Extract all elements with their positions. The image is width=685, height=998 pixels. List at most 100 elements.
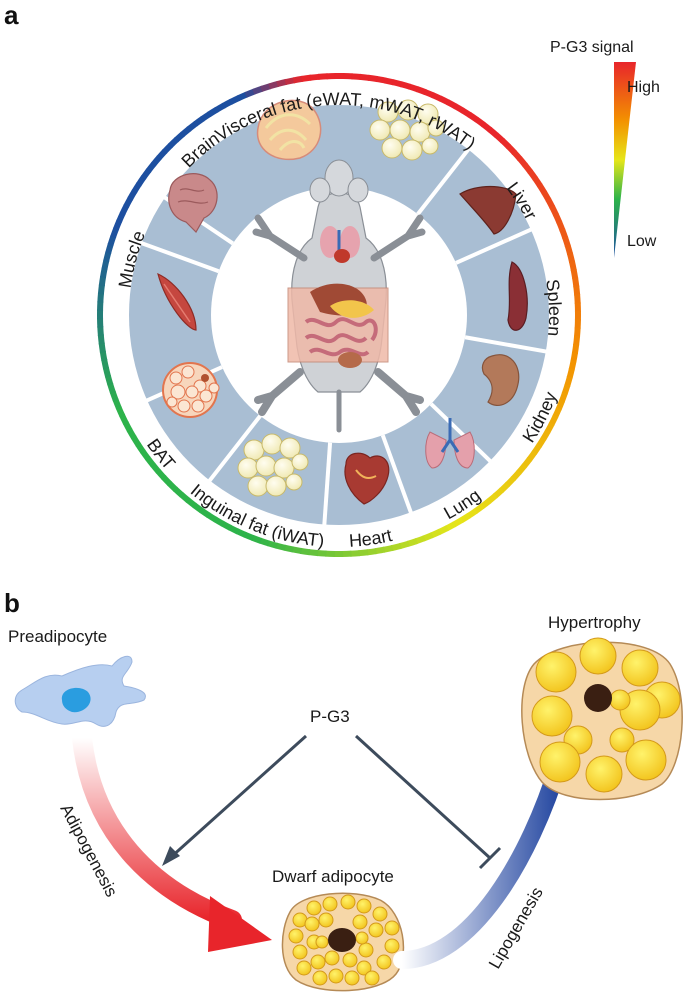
lipid-droplet [539, 741, 581, 783]
ring-segment [422, 532, 434, 542]
pg3-promote-line [168, 734, 308, 860]
visceral-fat-icons [256, 99, 445, 161]
lipid-droplet [427, 119, 445, 137]
ring-segment [115, 406, 126, 418]
tile-separator [464, 335, 549, 354]
ring-segment [283, 544, 294, 553]
ring-segment [573, 327, 581, 338]
ring-segment [572, 277, 580, 288]
ring-segment [276, 78, 288, 88]
ring-segment [564, 244, 574, 256]
lipid-droplet [389, 119, 411, 141]
ring-segment [102, 366, 112, 378]
ring-segment [229, 95, 241, 105]
ring-segment [573, 285, 581, 296]
muscle-icon [157, 272, 197, 331]
lipid-droplet [625, 739, 667, 781]
lipid-droplet [368, 922, 384, 938]
ring-segment [292, 75, 304, 84]
lipid-droplet [296, 960, 312, 976]
preadipocyte-label: Preadipocyte [8, 627, 107, 646]
ring-segment [317, 73, 328, 80]
ring-segment [558, 391, 568, 403]
ring-segment [382, 544, 394, 553]
ring-segment [112, 398, 122, 410]
tile-separator [455, 226, 534, 265]
ring-segment [552, 212, 563, 224]
ring-segment [374, 546, 386, 555]
panel-b-letter: b [4, 588, 20, 618]
lipid-droplet [609, 689, 631, 711]
lipid-droplet [358, 942, 374, 958]
ring-segment [359, 73, 370, 81]
lipid-droplet [191, 399, 205, 413]
ring-segment [366, 548, 377, 556]
ring-segment [549, 205, 559, 217]
ring-segment [316, 549, 327, 557]
ring-segment [430, 528, 442, 539]
ring-segment [566, 252, 576, 264]
ring-segment [333, 550, 344, 557]
ring-segment [119, 413, 129, 425]
ring-segment [252, 85, 264, 95]
ring-segment [358, 549, 369, 557]
lipid-droplet [376, 954, 392, 970]
ring-segment [566, 368, 575, 379]
lipid-droplet [322, 896, 338, 912]
ring-segment [284, 77, 296, 86]
lipid-droplet [585, 755, 623, 793]
pg3-inhibit-bar [478, 846, 502, 870]
ring-segment [568, 360, 577, 371]
lipid-droplet [181, 365, 195, 379]
lipid-droplet [279, 437, 301, 459]
ring-segment [351, 73, 362, 81]
ring-segment [398, 540, 410, 550]
ring-segment [267, 540, 278, 549]
ring-segment [571, 343, 580, 355]
ring-segment [97, 317, 104, 328]
ring-segment [109, 390, 119, 402]
lipid-droplet [344, 970, 360, 986]
lipid-droplet [166, 396, 178, 408]
ring-segment [110, 227, 120, 239]
pg3-inhibit-line [354, 734, 492, 860]
lipid-droplet [356, 960, 372, 976]
ring-segment [301, 74, 312, 82]
ring-segment [97, 292, 105, 303]
ring-segment [101, 358, 110, 370]
tile-separator [416, 146, 472, 216]
lipid-droplet [304, 916, 320, 932]
lipid-droplet [421, 137, 439, 155]
ring-segment [568, 260, 577, 272]
ring-segment [113, 219, 123, 231]
ring-segment [99, 350, 108, 362]
lipid-droplet [288, 928, 304, 944]
tile-separator [206, 414, 262, 484]
lipid-droplet [397, 99, 419, 121]
lipid-droplet [355, 931, 369, 945]
ring-segment [259, 537, 271, 547]
ring-segment [334, 73, 345, 80]
ring-segment [107, 235, 117, 247]
ring-segment [97, 301, 104, 311]
ring-segment [555, 399, 565, 411]
ring-label-2: Spleen [542, 278, 565, 337]
lipid-droplet [185, 385, 199, 399]
ring-segment [97, 334, 105, 345]
dwarf-adipocyte-label: Dwarf adipocyte [272, 867, 394, 886]
ring-segment [244, 88, 256, 98]
ring-segment [341, 550, 352, 557]
lipid-droplet [381, 137, 403, 159]
ring-segment [390, 542, 402, 552]
lipid-droplet [261, 433, 283, 455]
tile-separator [322, 442, 333, 527]
bat-icon [162, 362, 220, 418]
ring-segment [574, 310, 581, 321]
preadipocyte-cell [14, 655, 146, 727]
ring-segment [97, 309, 104, 320]
ring-segment [98, 342, 106, 353]
legend-title: P-G3 signal [550, 39, 634, 56]
lipid-droplet [340, 894, 356, 910]
ring-segment [406, 538, 418, 547]
